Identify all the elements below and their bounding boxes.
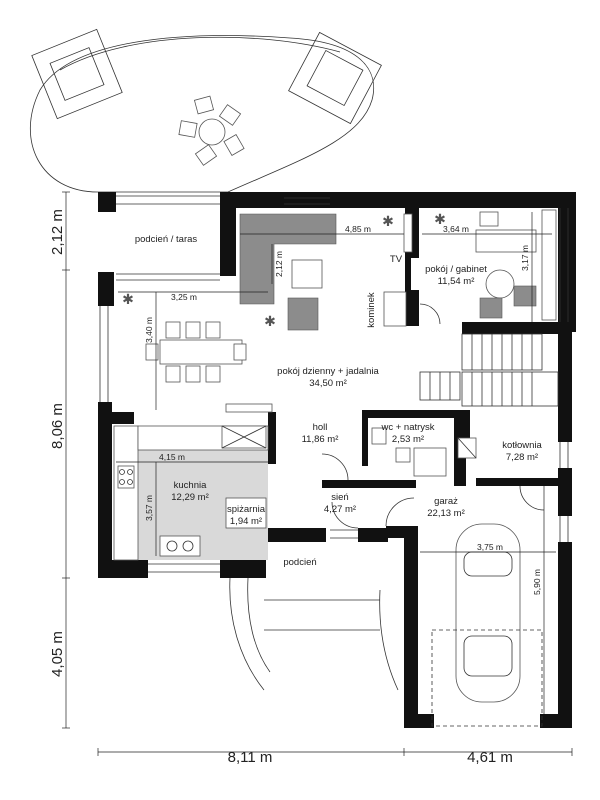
room-name-living: pokój dzienny + jadalnia [277, 366, 379, 377]
room-name-porch: podcień [283, 557, 316, 568]
plant-icon: ✱ ✱ ✱ ✱ [122, 212, 446, 330]
room-area-boiler: 7,28 m² [506, 452, 538, 463]
dim-living-width: 4,85 m [345, 224, 371, 234]
dim-office-depth: 3,17 m [520, 245, 530, 271]
dim-overall-left-top: 2,12 m [49, 209, 66, 255]
tv-stand [403, 213, 413, 253]
dining-table [145, 321, 247, 383]
svg-text:✱: ✱ [122, 292, 134, 308]
walls [98, 192, 576, 728]
room-name-office: pokój / gabinet [425, 264, 487, 275]
sideboard [225, 403, 273, 413]
pantry-shelf [225, 497, 267, 529]
room-area-office: 11,54 m² [438, 276, 475, 287]
svg-text:✱: ✱ [434, 212, 446, 228]
terrace-outline [30, 35, 374, 193]
dim-garage-depth: 5,90 m [532, 569, 542, 595]
room-name-pantry: spiżarnia [227, 504, 266, 515]
room-area-hall: 11,86 m² [302, 434, 339, 445]
dimension-lines [62, 191, 573, 756]
label-fireplace: kominek [366, 292, 377, 328]
dim-office-width: 3,64 m [443, 224, 469, 234]
room-area-living: 34,50 m² [309, 378, 347, 389]
dim-overall-left-middle: 8,06 m [49, 403, 66, 449]
dim-overall-left-bottom: 4,05 m [49, 631, 66, 677]
office-furniture [475, 209, 557, 321]
terrace-arc-inner [59, 36, 341, 71]
car-icon [455, 523, 521, 703]
planter-right [288, 31, 382, 125]
room-name-kitchen: kuchnia [174, 480, 207, 491]
wc-fixtures [371, 427, 447, 477]
dim-garage-width: 3,75 m [477, 542, 503, 552]
room-area-wc: 2,53 m² [392, 434, 424, 445]
dim-living-depth: 2,12 m [274, 251, 284, 277]
room-name-terrace: podcień / taras [135, 234, 198, 245]
terrace-table-set [178, 95, 245, 166]
room-name-hall: holl [313, 422, 328, 433]
dim-kitchen-width: 4,15 m [159, 452, 185, 462]
living-sofa [239, 213, 337, 331]
svg-text:✱: ✱ [264, 314, 276, 330]
windows [99, 195, 569, 573]
room-name-boiler: kotłownia [502, 440, 542, 451]
svg-text:✱: ✱ [382, 214, 394, 230]
room-name-garage: garaż [434, 496, 458, 507]
room-area-garage: 22,13 m² [427, 508, 465, 519]
dim-overall-bottom-left: 8,11 m [228, 749, 273, 766]
fireplace [383, 291, 407, 327]
room-area-vestibule: 4,27 m² [324, 504, 356, 515]
entrance-steps [229, 577, 399, 691]
room-name-wc: wc + natrysk [380, 422, 434, 433]
dim-dining-depth: 3,40 m [144, 317, 154, 343]
room-area-kitchen: 12,29 m² [171, 492, 209, 503]
stairs [419, 333, 559, 407]
dim-kitchen-depth: 3,57 m [144, 495, 154, 521]
door-arcs [321, 303, 545, 529]
room-area-pantry: 1,94 m² [230, 516, 262, 527]
kitchen-furniture [113, 425, 269, 561]
room-name-vestibule: sień [331, 492, 348, 503]
dim-dining-width: 3,25 m [171, 292, 197, 302]
planter-left [31, 28, 123, 120]
dim-overall-bottom-right: 4,61 m [467, 749, 513, 766]
label-tv: TV [390, 254, 403, 265]
